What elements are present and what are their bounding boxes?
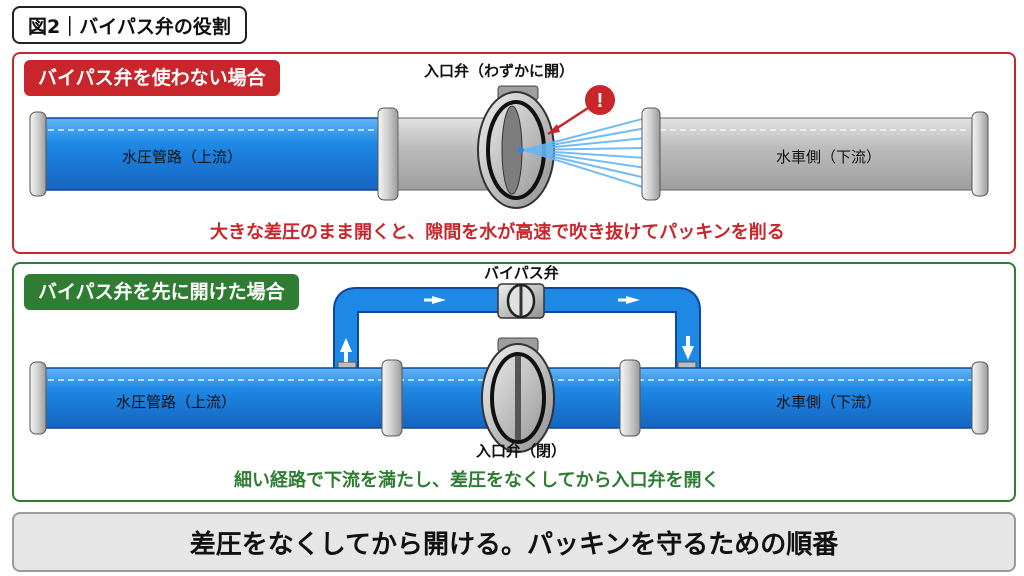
summary-banner: 差圧をなくしてから開ける。パッキンを守るための順番: [12, 512, 1016, 572]
middle-pipe-1: [397, 117, 491, 191]
inlet-valve-closed-label: 入口弁（閉）: [476, 442, 567, 460]
upstream-label-1: 水圧管路（上流）: [122, 148, 243, 166]
downstream-label-1: 水車側（下流）: [776, 148, 882, 166]
caption-without-bypass: 大きな差圧のまま開くと、隙間を水が高速で吹き抜けてパッキンを削る: [210, 222, 785, 243]
downstream-label-2: 水車側（下流）: [776, 393, 882, 411]
bypass-valve: [497, 283, 545, 319]
caption-with-bypass: 細い経路で下流を満たし、差圧をなくしてから入口弁を開く: [234, 470, 720, 491]
figure-title: 図2｜バイパス弁の役割: [12, 6, 247, 44]
inlet-valve-slightly-open-label: 入口弁（わずかに開）: [424, 62, 575, 80]
warning-icon: !: [547, 85, 615, 136]
water-spray-jet: [523, 117, 647, 189]
badge-without-bypass: バイパス弁を使わない場合: [24, 60, 280, 96]
downstream-pipe-1: [641, 107, 989, 201]
upstream-pipe-1: [29, 107, 399, 201]
upstream-label-2: 水圧管路（上流）: [116, 393, 237, 411]
warning-symbol: !: [597, 90, 604, 112]
inlet-valve-closed: [481, 337, 555, 453]
badge-with-bypass: バイパス弁を先に開けた場合: [24, 274, 299, 310]
bypass-valve-label: バイパス弁: [484, 264, 559, 282]
